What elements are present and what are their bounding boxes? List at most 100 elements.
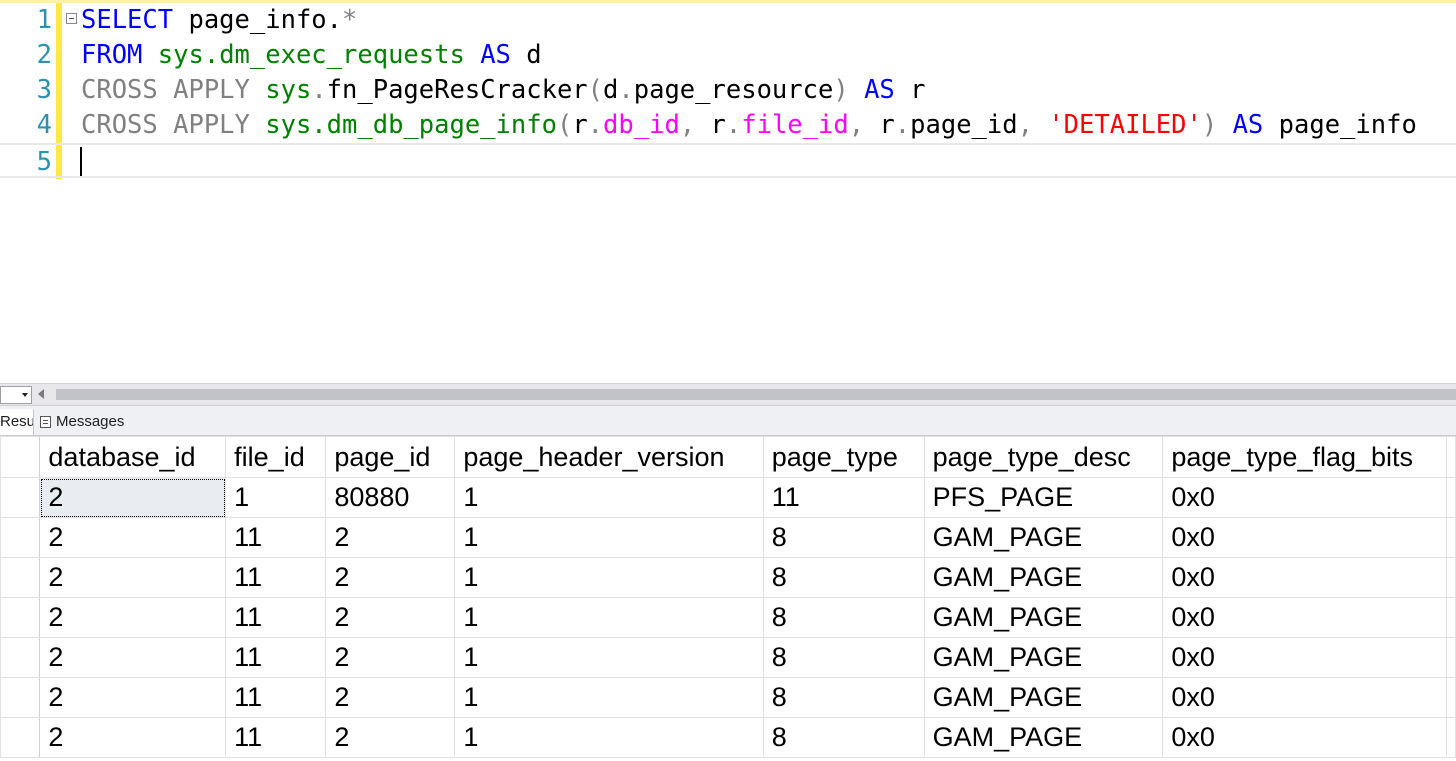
column-header[interactable]: page_type — [762, 436, 925, 478]
code-token: sys.dm_exec_requests — [157, 40, 465, 70]
messages-icon — [40, 416, 51, 428]
tab-messages[interactable]: Messages — [36, 409, 134, 435]
table-cell[interactable]: 8 — [762, 517, 925, 558]
table-cell[interactable]: 1 — [454, 717, 764, 758]
line-number: 1 — [36, 5, 52, 35]
table-cell[interactable]: GAM_PAGE — [923, 637, 1164, 678]
table-cell[interactable]: 1 — [454, 557, 764, 598]
column-header[interactable]: page_id — [325, 436, 456, 478]
code-token: page_id — [910, 110, 1018, 140]
table-cell[interactable]: 2 — [39, 637, 227, 678]
table-cell[interactable]: 2 — [325, 717, 456, 758]
table-cell[interactable]: GAM_PAGE — [923, 677, 1164, 718]
table-cell[interactable]: GAM_PAGE — [923, 597, 1164, 638]
code-token: . — [725, 110, 742, 140]
column-header[interactable]: file_id — [225, 436, 327, 478]
table-cell[interactable]: 2 — [39, 677, 227, 718]
table-cell[interactable]: 0x0 — [1162, 597, 1447, 638]
table-cell[interactable]: 2 — [325, 637, 456, 678]
table-cell[interactable]: 11 — [225, 677, 327, 718]
table-cell[interactable]: 11 — [762, 477, 925, 518]
table-cell[interactable]: 11 — [225, 717, 327, 758]
table-cell[interactable]: PFS_PAGE — [923, 477, 1164, 518]
row-header[interactable] — [0, 717, 41, 758]
table-cell[interactable]: 2 — [325, 597, 456, 638]
row-header[interactable] — [0, 637, 41, 678]
column-header[interactable]: page_type_flag_bits — [1162, 436, 1447, 478]
scroll-left-arrow-icon[interactable] — [38, 389, 44, 399]
table-cell[interactable]: 1 — [225, 477, 327, 518]
code-token: r — [864, 110, 895, 140]
row-header[interactable] — [0, 597, 41, 638]
column-header[interactable]: database_id — [39, 436, 227, 478]
code-token — [1033, 110, 1048, 140]
table-cell[interactable]: 11 — [225, 597, 327, 638]
table-cell[interactable]: 0x0 — [1162, 517, 1447, 558]
table-cell[interactable]: 2 — [325, 677, 456, 718]
table-cell[interactable]: 0x0 — [1162, 677, 1447, 718]
table-cell[interactable]: 11 — [225, 557, 327, 598]
code-line[interactable]: 5 — [0, 143, 1456, 178]
table-cell[interactable]: 11 — [225, 637, 327, 678]
row-header[interactable] — [0, 517, 41, 558]
table-cell[interactable]: 0x0 — [1162, 477, 1447, 518]
table-cell[interactable]: 1 — [454, 477, 764, 518]
table-cell[interactable]: 2 — [39, 717, 227, 758]
collapse-region-icon[interactable] — [66, 13, 77, 24]
row-header-corner[interactable] — [0, 436, 41, 478]
table-cell[interactable]: GAM_PAGE — [923, 557, 1164, 598]
line-number-gutter — [0, 3, 58, 180]
table-cell[interactable]: 80880 — [325, 477, 456, 518]
code-token — [849, 75, 864, 105]
editor-horizontal-scrollbar[interactable] — [0, 383, 1456, 406]
table-cell[interactable]: 8 — [762, 717, 925, 758]
table-cell[interactable]: 8 — [762, 557, 925, 598]
table-cell[interactable]: 0x0 — [1162, 557, 1447, 598]
table-cell[interactable]: 2 — [39, 557, 227, 598]
row-header[interactable] — [0, 557, 41, 598]
scroll-thumb[interactable] — [56, 389, 1456, 400]
row-header[interactable] — [0, 677, 41, 718]
table-cell[interactable]: 2 — [39, 597, 227, 638]
table-cell[interactable]: 2 — [325, 517, 456, 558]
table-cell[interactable]: GAM_PAGE — [923, 517, 1164, 558]
column-header[interactable]: page_type_desc — [923, 436, 1164, 478]
table-cell[interactable]: 2 — [325, 557, 456, 598]
column-header[interactable]: page_header_version — [454, 436, 764, 478]
code-token: r — [894, 75, 926, 105]
table-cell[interactable]: 2 — [39, 517, 227, 558]
table-cell[interactable]: 1 — [454, 517, 764, 558]
table-cell[interactable]: 8 — [762, 637, 925, 678]
tab-results[interactable]: Results — [0, 409, 34, 435]
table-cell[interactable]: GAM_PAGE — [923, 717, 1164, 758]
code-token: AS — [864, 75, 895, 105]
table-cell[interactable]: 2 — [39, 477, 227, 518]
zoom-dropdown[interactable] — [0, 386, 32, 404]
table-cell[interactable]: 1 — [454, 637, 764, 678]
table-cell-filler — [1446, 677, 1456, 718]
table-cell[interactable]: 1 — [454, 677, 764, 718]
table-cell[interactable]: 8 — [762, 677, 925, 718]
table-cell[interactable]: 1 — [454, 597, 764, 638]
code-token: db_id — [603, 110, 680, 140]
row-header[interactable] — [0, 477, 41, 518]
table-cell[interactable]: 11 — [225, 517, 327, 558]
table-cell[interactable]: 0x0 — [1162, 637, 1447, 678]
table-cell[interactable]: 0x0 — [1162, 717, 1447, 758]
table-cell[interactable]: 8 — [762, 597, 925, 638]
